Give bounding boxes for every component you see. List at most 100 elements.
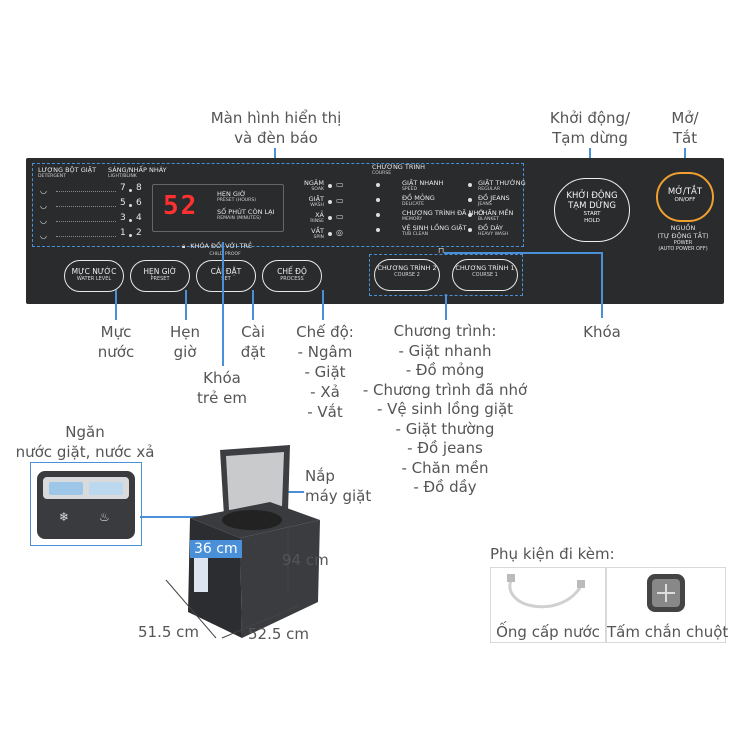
start-label-en1: START — [583, 211, 601, 217]
process-step-vi: NGÂM — [304, 179, 324, 187]
detergent-cup-icon: ◡ — [40, 231, 47, 240]
course-item-en: TUB CLEAN — [402, 232, 429, 237]
lock-icon: ⊓ — [438, 246, 445, 255]
connector-course — [445, 294, 447, 320]
process-step-vi: VẮT — [311, 227, 324, 235]
course2-label-vi: CHƯƠNG TRÌNH 2 — [377, 264, 437, 272]
blink-label-vi: SÁNG/NHẤP NHÁY — [108, 166, 167, 174]
level-value-b: 4 — [136, 213, 142, 223]
connector-process — [322, 290, 324, 320]
connector-display — [274, 148, 276, 164]
course-item-vi: CHƯƠNG TRÌNH ĐÃ NHỚ — [402, 209, 485, 217]
callout-child-lock: Khóa trẻ em — [190, 368, 254, 408]
callout-process-line2: - Ngâm — [297, 343, 353, 361]
callout-preset-line2: giờ — [173, 343, 197, 361]
control-panel: LƯỢNG BỘT GIẶT DETERGENT SÁNG/NHẤP NHÁY … — [26, 158, 724, 304]
power-note-line3: POWER — [673, 240, 693, 246]
course-header: CHƯƠNG TRÌNH COURSE — [372, 163, 426, 177]
level-row: ◡ 3 4 — [40, 214, 150, 229]
power-note-line1: NGUỒN — [670, 224, 696, 232]
course1-button[interactable]: CHƯƠNG TRÌNH 1 COURSE 1 — [452, 259, 518, 291]
course-item-en: MEMORY — [402, 217, 423, 222]
indicator-dot — [129, 189, 132, 192]
set-label-vi: CÀI ĐẶT — [210, 267, 242, 276]
callout-power-line1: Mở/ — [671, 109, 699, 127]
course-item-en: SPEED — [402, 187, 418, 192]
callout-course-line8: - Chăn mền — [401, 458, 489, 477]
power-button[interactable]: MỞ/TẮT ON/OFF — [656, 172, 714, 222]
accessory-mouse-guard: Tấm chắn chuột — [606, 567, 728, 643]
course-item-en: DELICATE — [402, 202, 425, 207]
course-item-en: BLANKET — [478, 217, 500, 222]
course-header-en: COURSE — [372, 171, 392, 176]
blink-label: SÁNG/NHẤP NHÁY LIGHT/BLINK — [108, 166, 167, 180]
water-level-button[interactable]: MỰC NƯỚC WATER LEVEL — [64, 260, 124, 292]
accessory-label: Ống cấp nước — [496, 623, 600, 641]
callout-child-lock-line1: Khóa — [203, 369, 241, 387]
preset-label-vi: HẸN GIỜ — [143, 267, 177, 276]
detergent-label-en: DETERGENT — [38, 174, 67, 179]
process-step-vi: XẢ — [315, 211, 324, 219]
process-label-en: PROCESS — [280, 276, 304, 282]
led-display-digits: 52 — [163, 191, 199, 221]
display-area-outline — [32, 163, 524, 247]
callout-preset: Hẹn giờ — [160, 322, 210, 362]
course-item-en: HEAVY WASH — [478, 232, 509, 237]
set-button[interactable]: CÀI ĐẶT SET — [196, 260, 256, 292]
process-step-en: RINSE — [310, 219, 324, 224]
start-hold-button[interactable]: KHỞI ĐỘNG TẠM DỪNG START HOLD — [554, 178, 630, 242]
level-row: ◡ 1 2 — [40, 229, 150, 244]
water-level-label-en: WATER LEVEL — [76, 276, 112, 282]
detergent-cup-icon: ◡ — [40, 201, 47, 210]
process-step-list: NGÂM SOAK ▭ GIẶT WASH ▭ XẢ RINSE ▭ VẮT S… — [294, 180, 354, 244]
callout-water-level-line1: Mực — [100, 323, 132, 341]
connector-water-level — [115, 290, 117, 320]
indicator-dot — [376, 198, 380, 202]
dimension-width-left: 51.5 cm — [138, 623, 200, 641]
dimension-depth: 36 cm — [194, 541, 238, 557]
power-label-vi: MỞ/TẮT — [667, 187, 703, 197]
blink-label-en: LIGHT/BLINK — [108, 174, 137, 179]
callout-process-line3: - Giặt — [304, 363, 346, 381]
process-button[interactable]: CHẾ ĐỘ PROCESS — [262, 260, 322, 292]
process-step-en: SPIN — [313, 235, 324, 240]
detergent-level-list: ◡ 7 8 ◡ 5 6 ◡ 3 4 ◡ 1 2 — [40, 184, 150, 244]
led-display-frame: 52 HẸN GIỜ PRESET (HOURS) SỐ PHÚT CÒN LẠ… — [152, 184, 284, 232]
dimension-width-right: 52.5 cm — [248, 625, 310, 643]
detergent-drawer-illustration: ❄ ♨ — [37, 471, 135, 539]
preset-label-en: PRESET — [150, 276, 170, 282]
course-item: ĐỒ DÀY HEAVY WASH — [468, 225, 522, 240]
callout-detergent-box: Ngăn nước giặt, nước xả — [10, 422, 160, 462]
callout-preset-line1: Hẹn — [169, 323, 200, 341]
process-step-en: SOAK — [311, 187, 324, 192]
callout-course-line3: - Đồ mỏng — [405, 361, 485, 379]
level-value-a: 1 — [120, 228, 126, 238]
course-item-en: REGULAR — [478, 187, 501, 192]
course-header-vi: CHƯƠNG TRÌNH — [372, 163, 426, 171]
callout-start-line2: Tạm dừng — [552, 129, 628, 147]
level-value-b: 6 — [136, 198, 142, 208]
wash-icon: ▭ — [336, 196, 344, 205]
power-note-line4: (AUTO POWER OFF) — [658, 246, 708, 252]
callout-set: Cài đặt — [228, 322, 278, 362]
spin-icon: ◎ — [336, 228, 343, 237]
indicator-dot — [328, 216, 332, 220]
remain-sub: REMAIN (MINUTES) — [217, 216, 261, 221]
callout-process-line5: - Vắt — [307, 403, 343, 421]
preset-button[interactable]: HẸN GIỜ PRESET — [130, 260, 190, 292]
course2-button[interactable]: CHƯƠNG TRÌNH 2 COURSE 2 — [374, 259, 440, 291]
preset-label: HẸN GIỜ — [217, 190, 246, 198]
preset-sub: PRESET (HOURS) — [217, 198, 257, 203]
connector-lock-v — [601, 252, 603, 318]
start-label-vi2: TẠM DỪNG — [568, 201, 616, 211]
process-label-vi: CHẾ ĐỘ — [277, 267, 307, 276]
dimension-depth-badge: 36 cm — [190, 540, 242, 558]
course-item: ĐỒ MỎNG DELICATE — [376, 195, 471, 210]
indicator-dot — [129, 204, 132, 207]
callout-lid: Nắp máy giặt — [305, 466, 385, 506]
course-item: CHƯƠNG TRÌNH ĐÃ NHỚ MEMORY — [376, 210, 484, 225]
callout-course-line4: - Chương trình đã nhớ — [362, 380, 528, 399]
callout-set-line1: Cài — [241, 323, 265, 341]
power-note-line2: (TỰ ĐỘNG TẮT) — [657, 232, 709, 240]
connector-drawer — [140, 516, 208, 518]
